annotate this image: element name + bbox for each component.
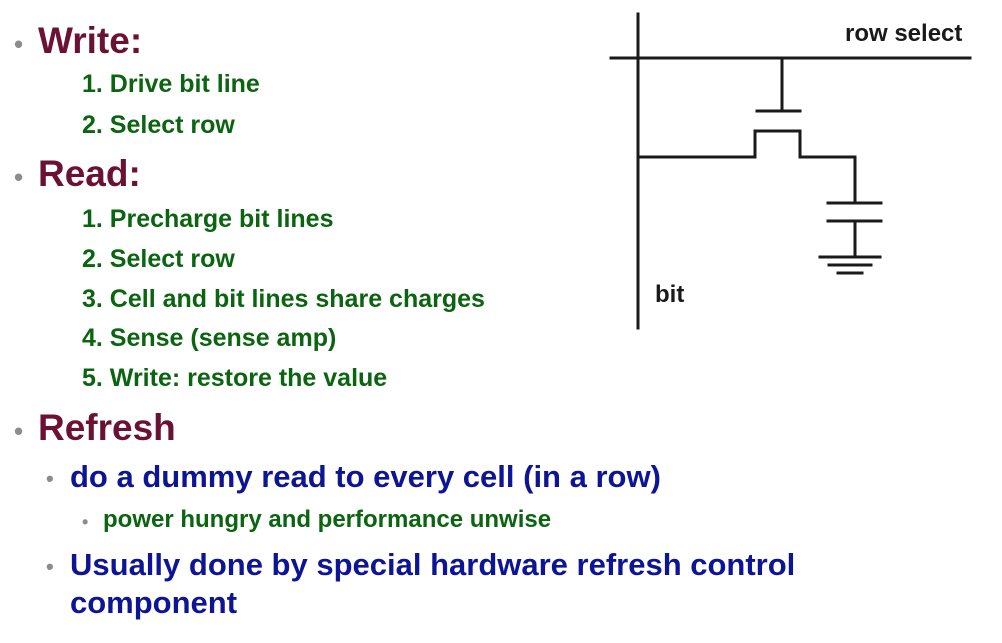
bullet-refresh-item-2: • xyxy=(46,554,54,579)
refresh-item-2: Usually done by special hardware refresh… xyxy=(70,547,796,620)
transistor-channel xyxy=(636,129,857,159)
bit-label: bit xyxy=(655,281,684,308)
read-step-4: 4. Sense (sense amp) xyxy=(82,324,337,352)
write-step-2: 2. Select row xyxy=(82,111,235,139)
refresh-subitem-1: power hungry and performance unwise xyxy=(103,506,552,533)
bullet-write: • xyxy=(14,29,24,59)
read-step-2: 2. Select row xyxy=(82,245,235,273)
bullet-refresh-item-1: • xyxy=(46,466,54,491)
bullet-read: • xyxy=(14,162,24,192)
write-step-1: 1. Drive bit line xyxy=(82,70,260,98)
read-step-1: 1. Precharge bit lines xyxy=(82,205,334,233)
refresh-item-1: do a dummy read to every cell (in a row) xyxy=(70,459,661,494)
bullet-refresh: • xyxy=(14,416,24,446)
heading-refresh: Refresh xyxy=(38,407,176,448)
heading-write: Write: xyxy=(38,20,143,61)
bullet-refresh-subitem-1: • xyxy=(82,512,89,532)
row-select-label: row select xyxy=(845,20,962,47)
heading-read: Read: xyxy=(38,153,141,194)
dram-cell-diagram: row select bit xyxy=(609,12,972,330)
read-step-5: 5. Write: restore the value xyxy=(82,364,388,392)
read-step-3: 3. Cell and bit lines share charges xyxy=(82,285,485,313)
